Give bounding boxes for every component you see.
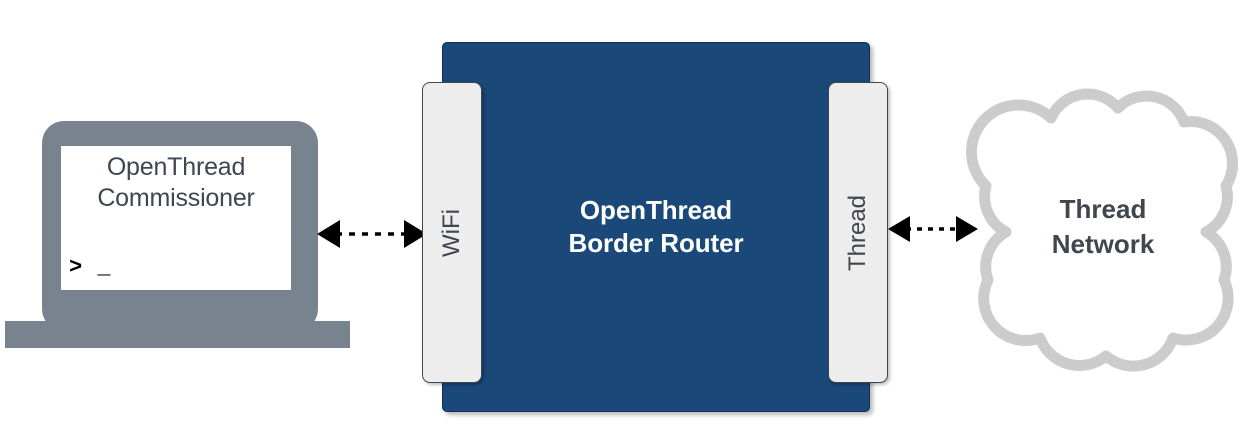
port-tab-wifi[interactable]: WiFi — [422, 82, 482, 383]
laptop-screen: OpenThread Commissioner > _ — [61, 146, 291, 290]
border-router-box — [442, 42, 870, 412]
connector-router-to-cloud-icon[interactable] — [884, 207, 984, 251]
thread-network-label: Thread Network — [1051, 194, 1155, 259]
port-tab-thread[interactable]: Thread — [828, 82, 888, 383]
border-router-node[interactable]: WiFi OpenThread Border Router Thread — [418, 38, 896, 420]
cloud-shape-icon — [966, 88, 1238, 372]
thread-network-cloud[interactable]: Thread Network — [958, 84, 1248, 374]
laptop-base — [5, 321, 350, 348]
commissioner-title: OpenThread Commissioner — [97, 153, 255, 212]
commissioner-laptop[interactable]: OpenThread Commissioner > _ — [0, 110, 360, 360]
border-router-label: OpenThread Border Router — [568, 195, 744, 258]
port-tab-thread-label: Thread — [844, 194, 871, 271]
terminal-prompt: > _ — [69, 255, 112, 280]
connector-laptop-to-router-icon[interactable] — [312, 212, 432, 256]
